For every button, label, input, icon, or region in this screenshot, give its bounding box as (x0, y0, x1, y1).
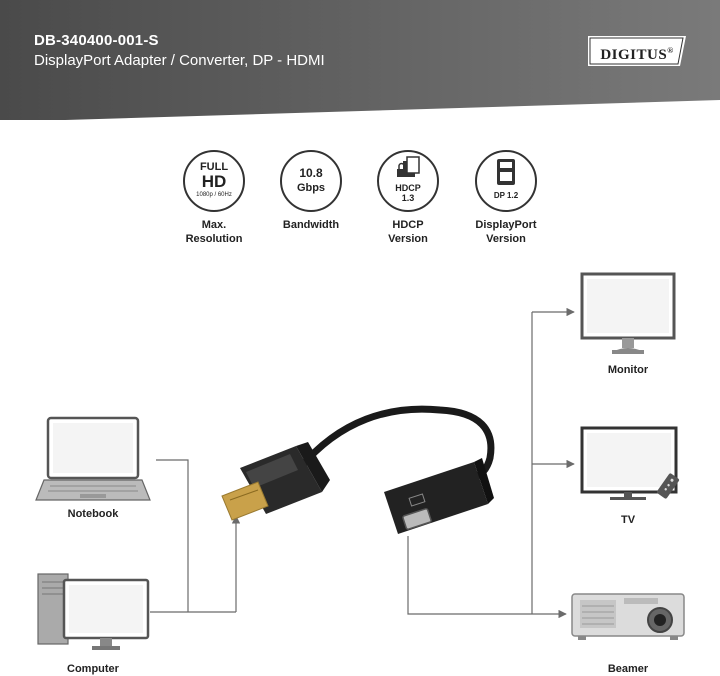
header-banner: DB-340400-001-S DisplayPort Adapter / Co… (0, 0, 720, 120)
full-hd-line2: HD (201, 172, 227, 191)
feature-label: Bandwidth (263, 218, 359, 232)
feature-displayport: DP 1.2 DisplayPort Version (458, 150, 554, 246)
feature-label: HDCP Version (360, 218, 456, 246)
feature-label: Max. Resolution (166, 218, 262, 246)
displayport-icon: DP 1.2 (475, 150, 537, 212)
adapter-product-icon (221, 405, 495, 534)
feature-label-line1: HDCP (392, 219, 424, 231)
hdcp-lock-icon (397, 156, 420, 177)
dp-connector-icon (497, 159, 515, 185)
monitor-icon (580, 272, 676, 354)
computer-label: Computer (67, 663, 119, 675)
beamer-label: Beamer (607, 663, 649, 675)
feature-label-line1: Bandwidth (282, 219, 340, 231)
hdcp-text: HDCP (395, 183, 421, 193)
tv-label: TV (620, 514, 636, 526)
dp-version-text: DP 1.2 (493, 191, 519, 200)
full-hd-line1: FULL (199, 161, 229, 173)
feature-hdcp: HDCP 1.3 HDCP Version (360, 150, 456, 246)
computer-icon (37, 573, 150, 650)
hdcp-icon: HDCP 1.3 (377, 150, 439, 212)
monitor-label: Monitor (607, 364, 649, 376)
tv-icon (580, 426, 680, 500)
feature-label-line2: Version (486, 233, 526, 245)
feature-label-line2: Version (388, 233, 428, 245)
feature-label-line1: DisplayPort (475, 219, 537, 231)
feature-label: DisplayPort Version (458, 218, 554, 246)
hdcp-version-number: 1.3 (401, 193, 415, 203)
notebook-line (156, 459, 189, 612)
feature-bandwidth: 10.8 Gbps Bandwidth (263, 150, 359, 232)
bandwidth-icon: 10.8 Gbps (280, 150, 342, 212)
feature-label-line1: Max. (201, 219, 227, 231)
connection-lines (150, 307, 575, 619)
notebook-icon (35, 416, 151, 501)
logo-text: DIGITUS® (600, 46, 674, 63)
full-hd-icon: FULL HD 1080p / 60Hz (183, 150, 245, 212)
notebook-label: Notebook (67, 508, 119, 520)
output-line (407, 536, 532, 615)
product-model: DB-340400-001-S (34, 32, 159, 49)
feature-label-line2: Resolution (185, 233, 243, 245)
digitus-logo: DIGITUS® (588, 36, 686, 66)
full-hd-line3: 1080p / 60Hz (196, 192, 232, 198)
header-background (0, 0, 720, 120)
product-subtitle: DisplayPort Adapter / Converter, DP - HD… (34, 52, 325, 69)
feature-resolution: FULL HD 1080p / 60Hz Max. Resolution (166, 150, 262, 246)
bandwidth-unit: Gbps (296, 182, 326, 194)
bandwidth-value: 10.8 (299, 166, 323, 180)
beamer-icon (571, 593, 685, 640)
remote-icon (656, 473, 680, 499)
